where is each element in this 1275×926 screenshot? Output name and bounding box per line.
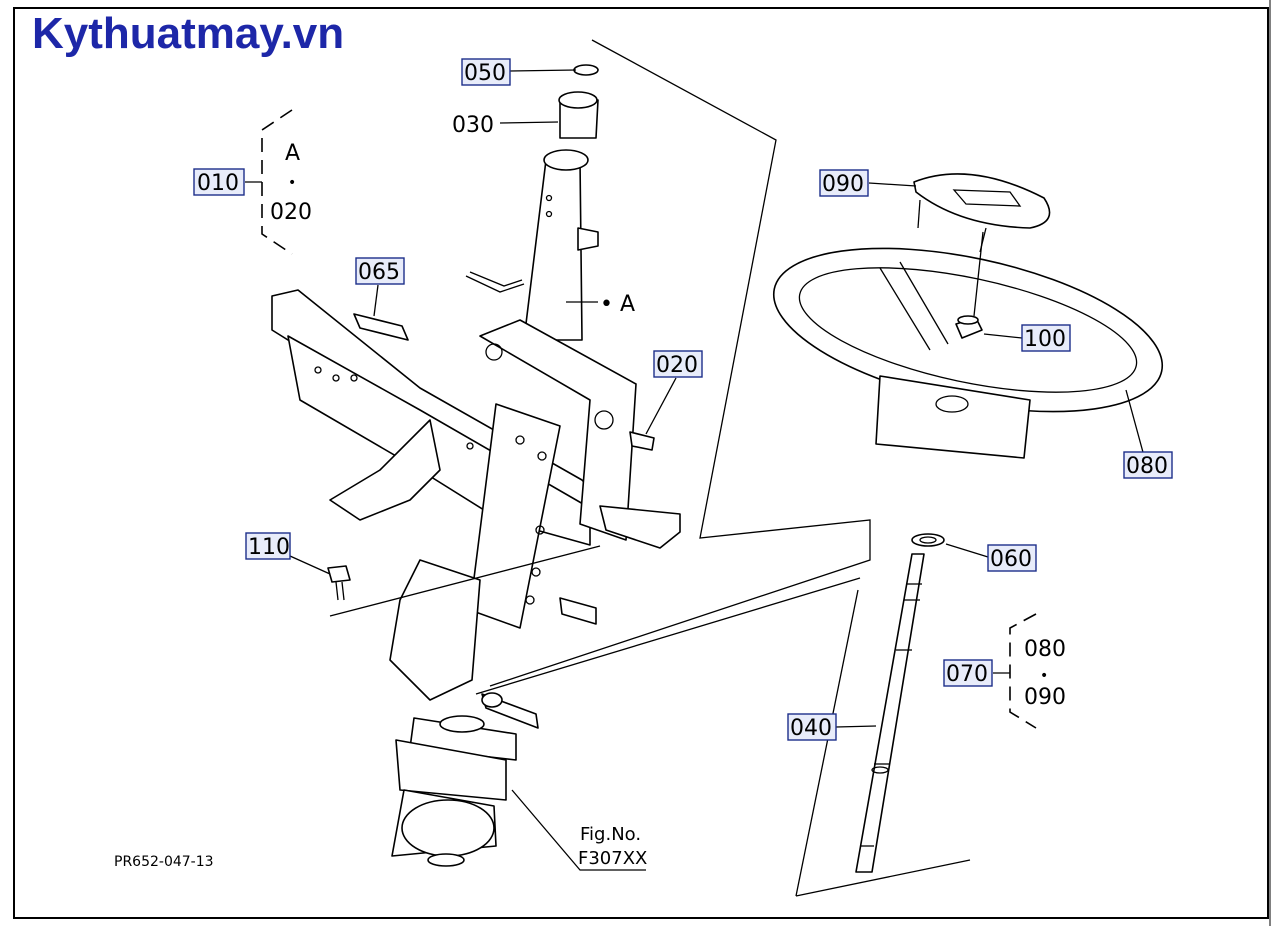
svg-text:040: 040 bbox=[790, 716, 832, 741]
callout-065: 065 bbox=[355, 257, 405, 285]
bolt-110 bbox=[327, 565, 351, 601]
svg-text:•: • bbox=[288, 175, 296, 191]
callout-030: 030 bbox=[452, 113, 494, 138]
svg-text:030: 030 bbox=[452, 113, 494, 138]
callout-090: 090 bbox=[819, 169, 869, 197]
svg-text:020: 020 bbox=[270, 200, 312, 225]
callout-020: 020 bbox=[653, 350, 703, 378]
drawing-code: PR652-047-13 bbox=[114, 854, 214, 870]
svg-text:070: 070 bbox=[946, 662, 988, 687]
callout-050: 050 bbox=[461, 58, 511, 86]
svg-text:A: A bbox=[285, 141, 300, 166]
svg-text:010: 010 bbox=[197, 171, 239, 196]
callout-110: 110 bbox=[245, 532, 291, 560]
svg-text:100: 100 bbox=[1024, 327, 1066, 352]
svg-text:090: 090 bbox=[1024, 685, 1066, 710]
steering-shaft bbox=[855, 533, 945, 873]
svg-text:080: 080 bbox=[1024, 637, 1066, 662]
svg-text:065: 065 bbox=[358, 260, 400, 285]
steering-wheel bbox=[772, 231, 1164, 459]
support-frame bbox=[271, 289, 681, 729]
svg-text:050: 050 bbox=[464, 61, 506, 86]
callout-080: 080 bbox=[1123, 451, 1173, 479]
cap-090 bbox=[913, 173, 1051, 253]
steering-column bbox=[465, 64, 599, 341]
group-070-contents: 080 • 090 bbox=[1024, 637, 1066, 710]
leader-lines bbox=[245, 69, 1145, 871]
callout-040: 040 bbox=[787, 713, 837, 741]
bracket-070 bbox=[1009, 613, 1037, 729]
assembly-outline bbox=[329, 39, 971, 897]
callout-060: 060 bbox=[987, 544, 1037, 572]
bushing-020 bbox=[629, 431, 655, 451]
svg-text:090: 090 bbox=[822, 172, 864, 197]
fig-ref-line2: F307XX bbox=[578, 848, 647, 869]
spacer-065 bbox=[353, 313, 409, 341]
page-border bbox=[13, 7, 1269, 919]
gearbox bbox=[391, 715, 517, 867]
bracket-010 bbox=[261, 109, 293, 255]
svg-text:•: • bbox=[1040, 668, 1048, 684]
svg-text:060: 060 bbox=[990, 547, 1032, 572]
svg-text:110: 110 bbox=[248, 535, 290, 560]
callout-070: 070 bbox=[943, 659, 993, 687]
callout-100: 100 bbox=[1021, 324, 1071, 352]
callout-010: 010 bbox=[193, 168, 245, 196]
brand-title: Kythuatmay.vn bbox=[32, 9, 344, 58]
svg-text:020: 020 bbox=[656, 353, 698, 378]
group-010-contents: A • 020 bbox=[270, 141, 312, 225]
fig-ref-line1: Fig.No. bbox=[580, 824, 641, 845]
svg-text:080: 080 bbox=[1126, 454, 1168, 479]
ref-A-label: • A bbox=[600, 292, 635, 317]
